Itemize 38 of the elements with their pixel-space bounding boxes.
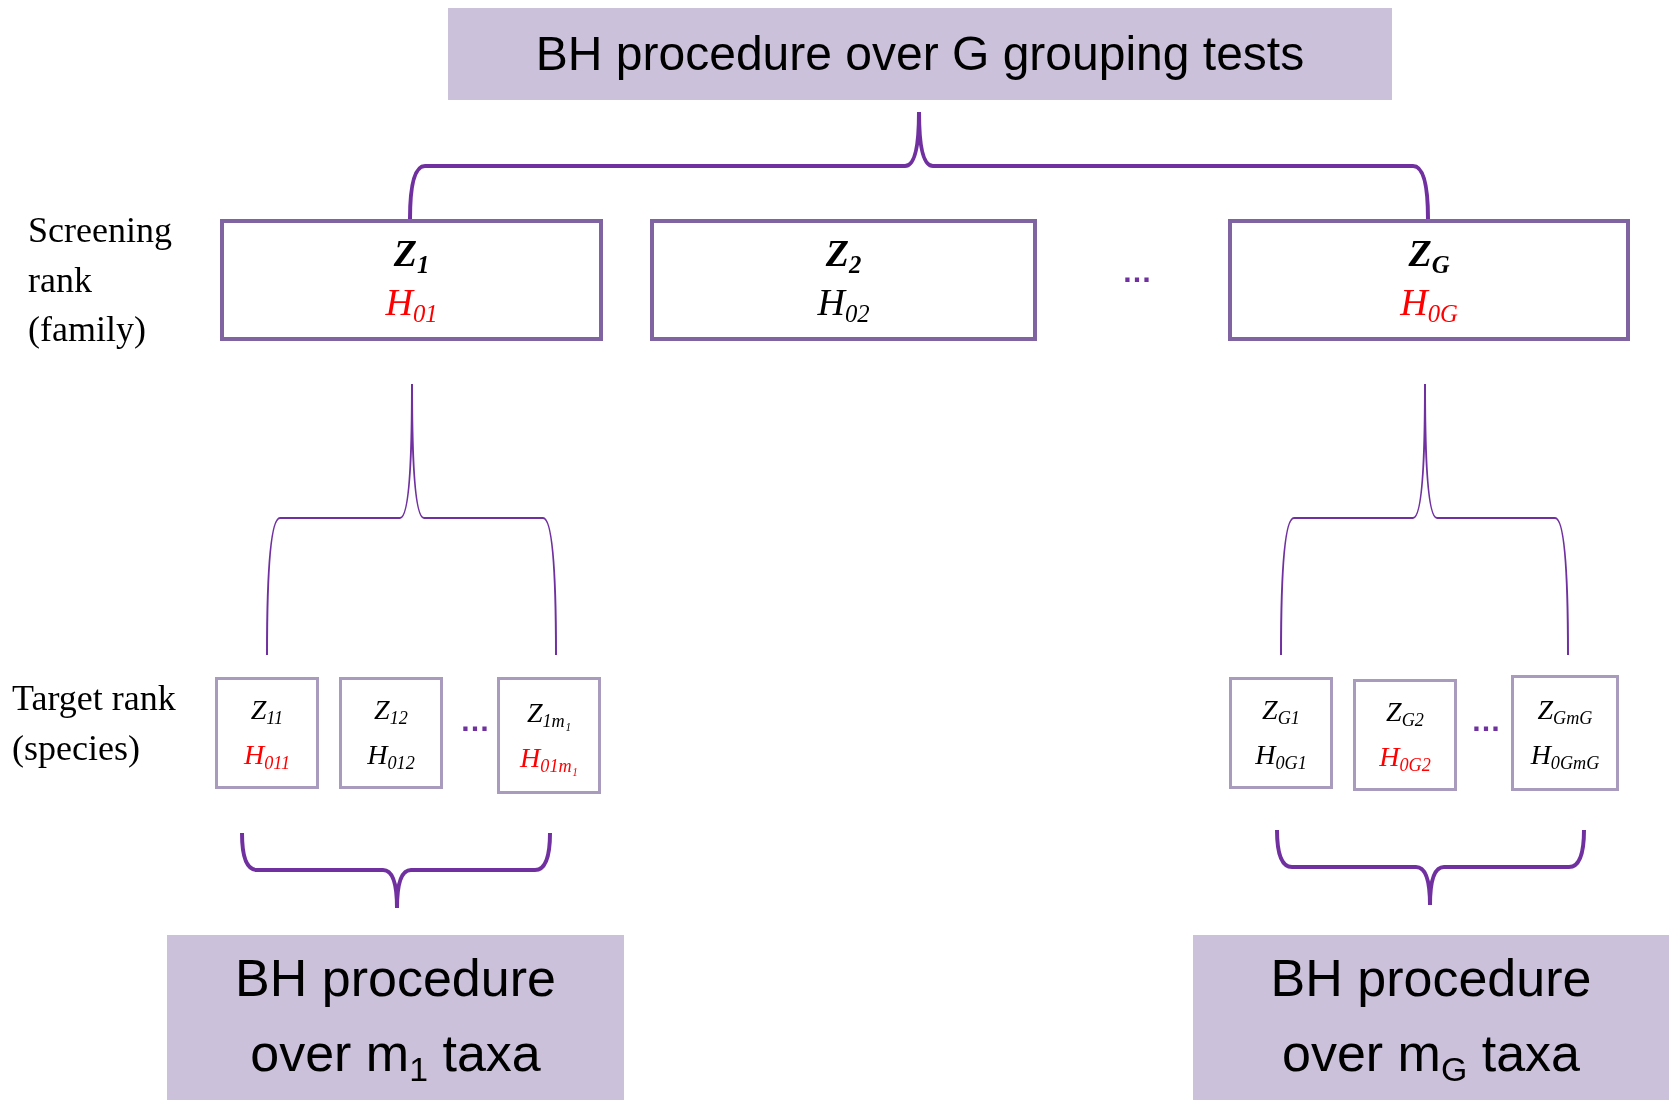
title-text: BH procedure over m$_{G}$ taxa: [1269, 947, 1593, 1091]
hypothesis-box: [339, 677, 443, 789]
hypothesis-box: [1353, 679, 1457, 791]
hypothesis-box: [650, 219, 1037, 341]
hypothesis-label: H$_{011}$: [243, 738, 291, 776]
ellipsis: …: [1471, 704, 1502, 738]
hypothesis-box: [1228, 219, 1630, 341]
title-text: BH procedure over G grouping tests: [535, 26, 1305, 83]
hypothesis-label: H$_{01m₁}$: [520, 740, 578, 778]
hypothesis-box: [1511, 675, 1619, 791]
test-statistic: Z$_{2}$: [825, 230, 862, 280]
title-box: [1193, 935, 1669, 1100]
hypothesis-box: [215, 677, 319, 789]
title-box: [167, 935, 624, 1100]
test-statistic: Z$_{11}$: [250, 693, 284, 731]
hypothesis-label: H$_{0G2}$: [1379, 740, 1431, 778]
hypothesis-box: [220, 219, 603, 341]
title-box: [448, 8, 1392, 100]
test-statistic: Z$_{G2}$: [1386, 695, 1424, 733]
test-statistic: Z$_{1}$: [393, 230, 430, 280]
test-statistic: Z$_{G}$: [1408, 230, 1450, 280]
hypothesis-label: H$_{01}$: [385, 280, 438, 330]
hypothesis-label: H$_{0G1}$: [1255, 738, 1307, 776]
hypothesis-label: H$_{0G}$: [1400, 280, 1458, 330]
hypothesis-box: [1229, 677, 1333, 789]
test-statistic: Z$_{1m₁}$: [526, 695, 572, 734]
title-text: BH procedure over m$_{1}$ taxa: [234, 947, 557, 1091]
ellipsis: …: [1122, 255, 1153, 289]
test-statistic: Z$_{G1}$: [1262, 693, 1300, 731]
rank-label: Target rank (species): [12, 677, 177, 770]
hypothesis-label: H$_{012}$: [367, 738, 415, 776]
test-statistic: Z$_{GmG}$: [1537, 693, 1593, 731]
hypothesis-label: H$_{02}$: [817, 280, 870, 330]
ellipsis: …: [460, 704, 491, 738]
test-statistic: Z$_{12}$: [374, 693, 408, 731]
hypothesis-label: H$_{0GmG}$: [1530, 738, 1600, 776]
hypothesis-box: [497, 677, 601, 794]
rank-label: Screening rank (family): [28, 209, 173, 352]
